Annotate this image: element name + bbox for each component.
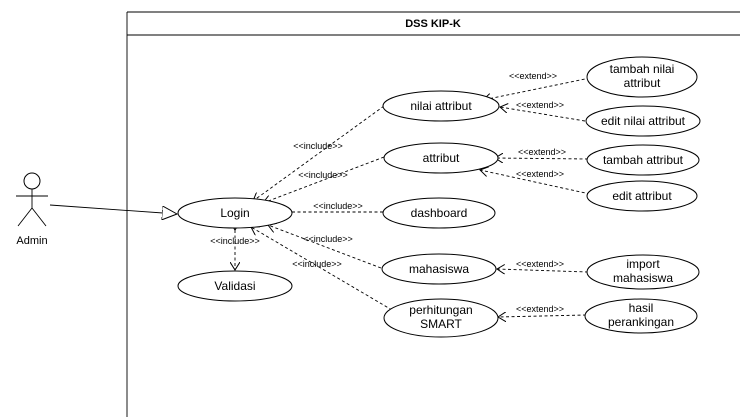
use-case-edit-attribut-label: edit attribut bbox=[612, 189, 672, 203]
extend-relations bbox=[480, 77, 591, 317]
label-include-5: <<include>> bbox=[210, 236, 260, 246]
extend-hasil bbox=[498, 315, 587, 317]
actor-label: Admin bbox=[16, 235, 47, 247]
label-extend-3: <<extend>> bbox=[518, 147, 566, 157]
relation-labels: <<include>> <<include>> <<include>> <<in… bbox=[210, 71, 566, 314]
use-case-dashboard[interactable]: dashboard bbox=[382, 197, 496, 229]
use-case-tambah-attribut-label: tambah attribut bbox=[603, 153, 684, 167]
label-include-6: <<include>> bbox=[292, 259, 342, 269]
use-case-attribut-label: attribut bbox=[423, 151, 460, 165]
label-include-2: <<include>> bbox=[298, 170, 348, 180]
use-case-tambah-nilai-label-2: attribut bbox=[624, 76, 661, 90]
label-extend-2: <<extend>> bbox=[516, 100, 564, 110]
use-case-mahasiswa[interactable]: mahasiswa bbox=[381, 253, 497, 285]
label-include-1: <<include>> bbox=[293, 141, 343, 151]
use-case-import-label-2: mahasiswa bbox=[613, 271, 673, 285]
label-include-4: <<include>> bbox=[303, 234, 353, 244]
use-case-tambah-attribut[interactable]: tambah attribut bbox=[586, 144, 700, 176]
use-case-import-mahasiswa[interactable]: import mahasiswa bbox=[586, 254, 700, 290]
use-case-hasil-label-1: hasil bbox=[629, 301, 654, 315]
extend-edit-nilai bbox=[500, 107, 586, 122]
association-admin-login bbox=[49, 204, 177, 214]
actor-head bbox=[23, 172, 41, 190]
use-case-login-label: Login bbox=[220, 206, 249, 220]
use-case-nilai-attribut-label: nilai attribut bbox=[410, 99, 472, 113]
use-case-edit-nilai-attribut-label: edit nilai attribut bbox=[601, 114, 686, 128]
use-case-hasil-label-2: perankingan bbox=[608, 315, 674, 329]
use-case-perhitungan-label-2: SMART bbox=[420, 317, 462, 331]
use-case-dashboard-label: dashboard bbox=[411, 206, 468, 220]
extend-import bbox=[497, 269, 589, 272]
use-case-validasi[interactable]: Validasi bbox=[177, 270, 293, 302]
label-extend-6: <<extend>> bbox=[516, 304, 564, 314]
label-extend-5: <<extend>> bbox=[516, 259, 564, 269]
label-include-3: <<include>> bbox=[313, 201, 363, 211]
use-case-import-label-1: import bbox=[626, 257, 660, 271]
include-mahasiswa bbox=[268, 225, 382, 269]
use-case-edit-nilai-attribut[interactable]: edit nilai attribut bbox=[585, 105, 701, 137]
include-attribut bbox=[263, 156, 385, 203]
actor-admin[interactable]: Admin bbox=[16, 172, 48, 247]
use-case-perhitungan-smart[interactable]: perhitungan SMART bbox=[383, 298, 499, 338]
use-case-validasi-label: Validasi bbox=[214, 279, 255, 293]
use-case-tambah-nilai-attribut[interactable]: tambah nilai attribut bbox=[586, 56, 698, 98]
extend-tambah-nilai bbox=[483, 77, 591, 100]
use-case-edit-attribut[interactable]: edit attribut bbox=[586, 180, 698, 212]
use-case-login[interactable]: Login bbox=[177, 197, 293, 229]
extend-tambah-attribut bbox=[495, 158, 589, 159]
use-case-attribut[interactable]: attribut bbox=[383, 142, 499, 174]
label-extend-4: <<extend>> bbox=[516, 169, 564, 179]
use-case-hasil-perankingan[interactable]: hasil perankingan bbox=[584, 298, 698, 334]
extend-edit-attribut bbox=[480, 170, 591, 195]
label-extend-1: <<extend>> bbox=[509, 71, 557, 81]
system-boundary: DSS KIP-K bbox=[126, 11, 740, 417]
use-case-perhitungan-label-1: perhitungan bbox=[409, 303, 472, 317]
use-case-tambah-nilai-label-1: tambah nilai bbox=[610, 62, 675, 76]
include-relations bbox=[235, 105, 393, 311]
use-case-nilai-attribut[interactable]: nilai attribut bbox=[382, 90, 500, 122]
system-title: DSS KIP-K bbox=[405, 18, 461, 30]
include-nilai-attribut bbox=[253, 105, 385, 201]
use-case-mahasiswa-label: mahasiswa bbox=[409, 262, 469, 276]
